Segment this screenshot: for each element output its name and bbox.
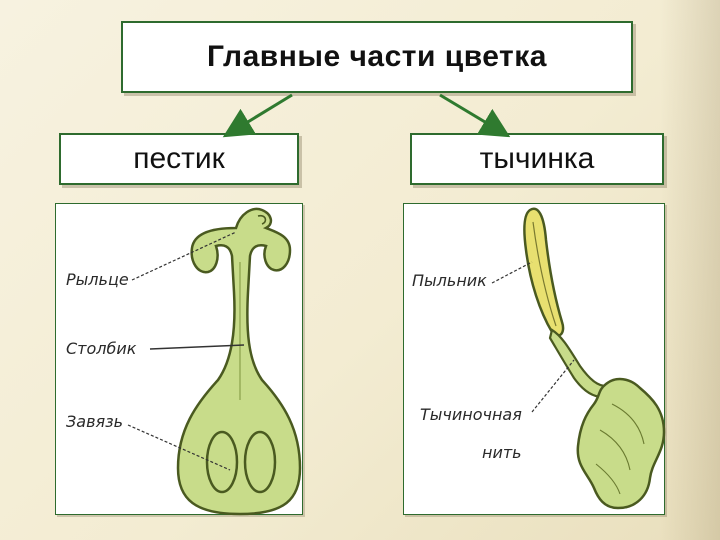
- stamen-illustration: [491, 207, 666, 510]
- arrow-to-stamen: [439, 93, 511, 138]
- leader-style: [149, 344, 245, 350]
- stamen-label: тычинка: [479, 142, 595, 175]
- anther-groove: [532, 221, 557, 327]
- stamen-label-box: тычинка: [410, 133, 664, 185]
- label-ovary: Завязь: [66, 412, 124, 431]
- pistil-shape: [176, 207, 302, 516]
- label-filament-line2: нить: [482, 443, 522, 462]
- ovule-left: [205, 430, 239, 494]
- label-stigma: Рыльце: [66, 270, 129, 289]
- diagram-title: Главные части цветка: [207, 40, 547, 73]
- filament-shape: [548, 328, 612, 399]
- leader-anther: [491, 261, 533, 284]
- ovule-right: [243, 430, 277, 494]
- base-contour: [595, 403, 645, 495]
- connective-base: [576, 377, 666, 510]
- leader-ovary: [127, 424, 231, 471]
- stigma-curl: [257, 214, 267, 225]
- label-anther: Пыльник: [412, 271, 487, 290]
- leader-filament: [531, 359, 575, 413]
- pistil-illustration: [127, 207, 302, 516]
- anther-shape: [523, 207, 565, 337]
- label-style: Столбик: [66, 339, 137, 358]
- title-box: Главные части цветка: [121, 21, 633, 93]
- pistil-label: пестик: [133, 142, 225, 175]
- leader-stigma: [131, 231, 237, 281]
- label-filament-line1: Тычиночная: [420, 405, 522, 424]
- arrow-to-pistil: [222, 93, 293, 138]
- slide-edge-shade: [660, 0, 720, 540]
- pistil-label-box: пестик: [59, 133, 299, 185]
